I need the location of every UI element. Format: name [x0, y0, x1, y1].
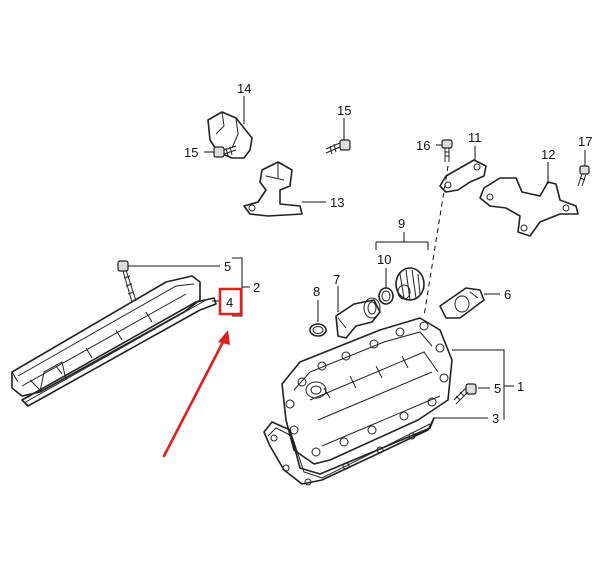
pipe-7[interactable]	[335, 297, 381, 339]
callout-11: 11	[468, 130, 482, 145]
seal-10[interactable]	[378, 287, 394, 305]
callout-17: 17	[578, 134, 592, 149]
gasket-4[interactable]	[21, 297, 217, 407]
bolt-5-right[interactable]	[453, 383, 477, 405]
oring-8[interactable]	[309, 323, 327, 337]
callout-14: 14	[237, 81, 251, 96]
callout-8: 8	[313, 284, 320, 299]
callout-9: 9	[398, 216, 405, 231]
callout-5-left: 5	[224, 259, 231, 274]
bolt-16[interactable]	[441, 139, 453, 162]
bracket-13[interactable]	[243, 161, 303, 217]
valve-cover-left[interactable]	[11, 275, 201, 397]
callout-2: 2	[253, 280, 260, 295]
callout-1: 1	[517, 379, 524, 394]
valve-6[interactable]	[439, 287, 485, 319]
callout-15-left: 15	[184, 145, 198, 160]
callout-3: 3	[492, 411, 499, 426]
bolt-17[interactable]	[577, 165, 590, 187]
callout-10: 10	[377, 252, 391, 267]
callout-6: 6	[504, 287, 511, 302]
highlight-box	[218, 287, 243, 316]
valve-cover-right[interactable]	[281, 317, 453, 465]
callout-16: 16	[416, 138, 430, 153]
callout-7: 7	[333, 272, 340, 287]
callout-15-right: 15	[337, 103, 351, 118]
callout-4: 4	[226, 295, 233, 310]
bracket-12[interactable]	[479, 177, 579, 237]
bolt-15-right[interactable]	[325, 139, 351, 155]
leader-lines	[128, 96, 586, 420]
callout-13: 13	[330, 195, 344, 210]
callout-5-right: 5	[494, 381, 501, 396]
bolt-15-left[interactable]	[213, 145, 237, 158]
red-arrow	[162, 330, 230, 458]
bolt-5-left[interactable]	[117, 260, 137, 303]
cap-9[interactable]	[395, 267, 425, 301]
callout-labels: 14 15 15 13 16 11 12 17 9 10 8 7 6 5 2 4…	[184, 81, 592, 426]
callout-12: 12	[541, 147, 555, 162]
